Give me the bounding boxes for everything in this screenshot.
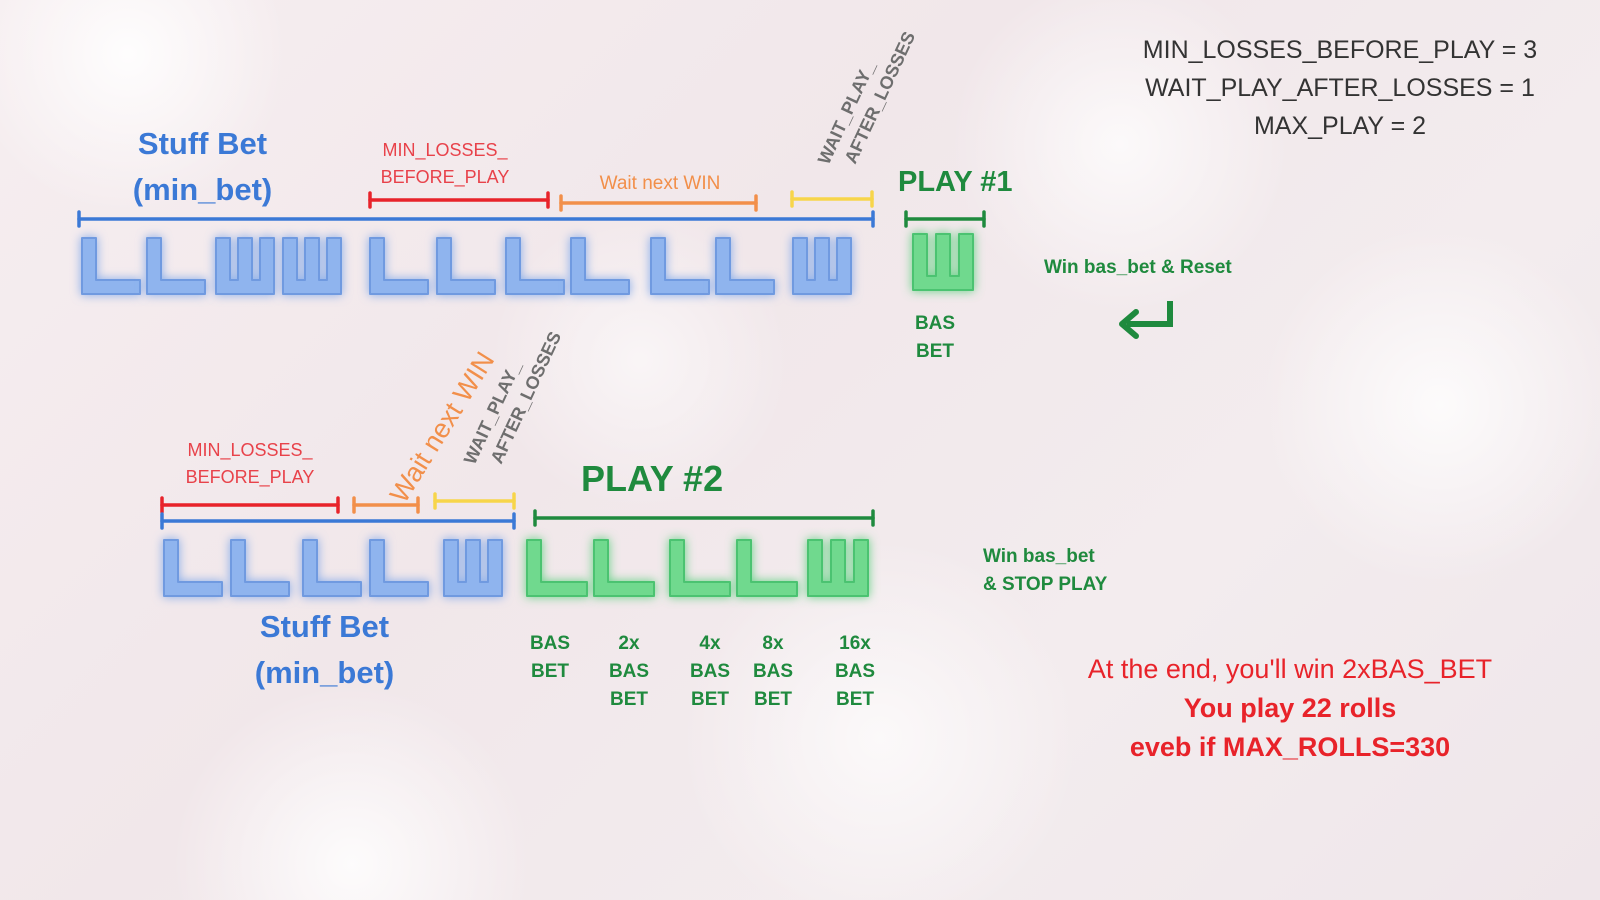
row2-loss-letter bbox=[302, 539, 362, 597]
row2-bet-label-4-line1: 8x bbox=[762, 633, 784, 654]
row2-stuff-bet-line1: Stuff Bet bbox=[259, 609, 390, 644]
summary-max-rolls-note: eveb if MAX_ROLLS=330 bbox=[1129, 732, 1451, 762]
row1-loss-letter bbox=[505, 237, 565, 295]
row2-play-bracket bbox=[533, 509, 875, 527]
row1-loss-letter bbox=[570, 237, 630, 295]
row1-stuff-bet-line2: (min_bet) bbox=[132, 172, 273, 207]
row2-bet-label-2-line1: 2x bbox=[618, 633, 640, 654]
row1-wait-play-bracket bbox=[790, 190, 874, 208]
row2-bet-label-5-line3: BET bbox=[836, 689, 874, 710]
row1-loss-letter bbox=[369, 237, 429, 295]
row1-min-losses-label: MIN_LOSSES_ BEFORE_PLAY bbox=[360, 137, 530, 191]
row2-bet-label-3-line3: BET bbox=[691, 689, 729, 710]
row2-loss-letter bbox=[163, 539, 223, 597]
row2-play-loss-letter bbox=[669, 539, 731, 597]
row2-letter-sequence bbox=[163, 539, 503, 597]
row1-win-letter bbox=[215, 237, 275, 295]
row2-wait-play-bracket bbox=[433, 492, 516, 510]
row2-bet-label-3-line1: 4x bbox=[699, 633, 721, 654]
row2-play-letter-sequence bbox=[526, 539, 869, 597]
row2-min-losses-line2: BEFORE_PLAY bbox=[185, 467, 315, 487]
row2-min-losses-label: MIN_LOSSES_ BEFORE_PLAY bbox=[165, 437, 335, 491]
row1-min-losses-line1: MIN_LOSSES_ bbox=[382, 140, 508, 160]
row2-bet-label-5-line2: BAS bbox=[834, 661, 876, 682]
row1-win-letter bbox=[282, 237, 342, 295]
row1-min-losses-line2: BEFORE_PLAY bbox=[380, 167, 510, 187]
row2-bet-label-1-line2: BET bbox=[531, 661, 569, 682]
row2-bet-label-4: 8x BAS BET bbox=[743, 630, 803, 714]
config-min-losses: MIN_LOSSES_BEFORE_PLAY = 3 bbox=[1142, 36, 1538, 64]
row1-stuff-bet-label: Stuff Bet (min_bet) bbox=[100, 121, 305, 213]
row2-result-line1: Win bas_bet bbox=[983, 546, 1095, 567]
row1-loss-letter bbox=[715, 237, 775, 295]
row2-loss-letter bbox=[369, 539, 429, 597]
row1-loss-letter bbox=[436, 237, 496, 295]
summary-notes: At the end, you'll win 2xBAS_BET You pla… bbox=[1030, 650, 1550, 767]
row2-min-losses-bracket bbox=[160, 496, 340, 514]
row2-stuff-bet-bracket bbox=[160, 512, 516, 530]
row2-bet-label-1-line1: BAS bbox=[529, 633, 571, 654]
config-block: MIN_LOSSES_BEFORE_PLAY = 3 WAIT_PLAY_AFT… bbox=[1130, 31, 1550, 145]
row2-bet-label-5-line1: 16x bbox=[839, 633, 871, 654]
row1-play-bracket bbox=[904, 210, 986, 228]
row1-stuff-bet-line1: Stuff Bet bbox=[137, 126, 268, 161]
row2-play-title: PLAY #2 bbox=[581, 458, 724, 499]
summary-win-note: At the end, you'll win 2xBAS_BET bbox=[1087, 654, 1493, 684]
row2-bet-label-3: 4x BAS BET bbox=[680, 630, 740, 714]
row1-loss-letter bbox=[146, 237, 206, 295]
row1-wait-next-win-label: Wait next WIN bbox=[599, 173, 721, 194]
config-wait-play: WAIT_PLAY_AFTER_LOSSES = 1 bbox=[1145, 74, 1535, 102]
row2-bet-label-5: 16x BAS BET bbox=[825, 630, 885, 714]
row2-play-win-letter bbox=[807, 539, 869, 597]
row2-bet-label-2-line2: BAS bbox=[608, 661, 650, 682]
row1-result-label: Win bas_bet & Reset bbox=[1044, 257, 1232, 278]
summary-rolls-note: You play 22 rolls bbox=[1183, 693, 1397, 723]
row1-bet-label-1-line2: BET bbox=[916, 341, 954, 362]
row2-result-label: Win bas_bet & STOP PLAY bbox=[983, 543, 1107, 599]
row2-bet-label-1: BAS BET bbox=[520, 630, 580, 686]
row2-bet-label-2-line3: BET bbox=[610, 689, 648, 710]
row2-result-line2: & STOP PLAY bbox=[983, 574, 1108, 595]
row1-play-letter-sequence bbox=[912, 233, 974, 291]
row1-min-losses-bracket bbox=[368, 191, 550, 209]
row2-bet-label-2: 2x BAS BET bbox=[599, 630, 659, 714]
row1-bet-label-1-line1: BAS bbox=[914, 313, 956, 334]
row1-play-win-letter bbox=[912, 233, 974, 291]
row2-win-letter bbox=[443, 539, 503, 597]
row1-stuff-bet-bracket bbox=[77, 210, 875, 228]
row1-letter-sequence bbox=[81, 237, 852, 295]
row1-bet-label-1: BAS BET bbox=[905, 310, 965, 366]
config-max-play: MAX_PLAY = 2 bbox=[1253, 112, 1427, 140]
row2-bet-label-4-line3: BET bbox=[754, 689, 792, 710]
row2-play-loss-letter bbox=[736, 539, 798, 597]
row2-wait-next-win-bracket bbox=[352, 496, 420, 514]
return-arrow-icon bbox=[1119, 301, 1173, 339]
row1-play-title: PLAY #1 bbox=[898, 166, 1013, 198]
row1-wait-next-win-bracket bbox=[559, 194, 758, 212]
row1-loss-letter bbox=[81, 237, 141, 295]
row2-min-losses-line1: MIN_LOSSES_ bbox=[187, 440, 313, 460]
row1-win-letter bbox=[792, 237, 852, 295]
row2-bet-label-4-line2: BAS bbox=[752, 661, 794, 682]
row2-stuff-bet-line2: (min_bet) bbox=[254, 655, 395, 690]
row2-bet-label-3-line2: BAS bbox=[689, 661, 731, 682]
row2-play-loss-letter bbox=[526, 539, 588, 597]
row1-loss-letter bbox=[650, 237, 710, 295]
row2-stuff-bet-label: Stuff Bet (min_bet) bbox=[222, 604, 427, 696]
row2-loss-letter bbox=[230, 539, 290, 597]
row2-play-loss-letter bbox=[593, 539, 655, 597]
